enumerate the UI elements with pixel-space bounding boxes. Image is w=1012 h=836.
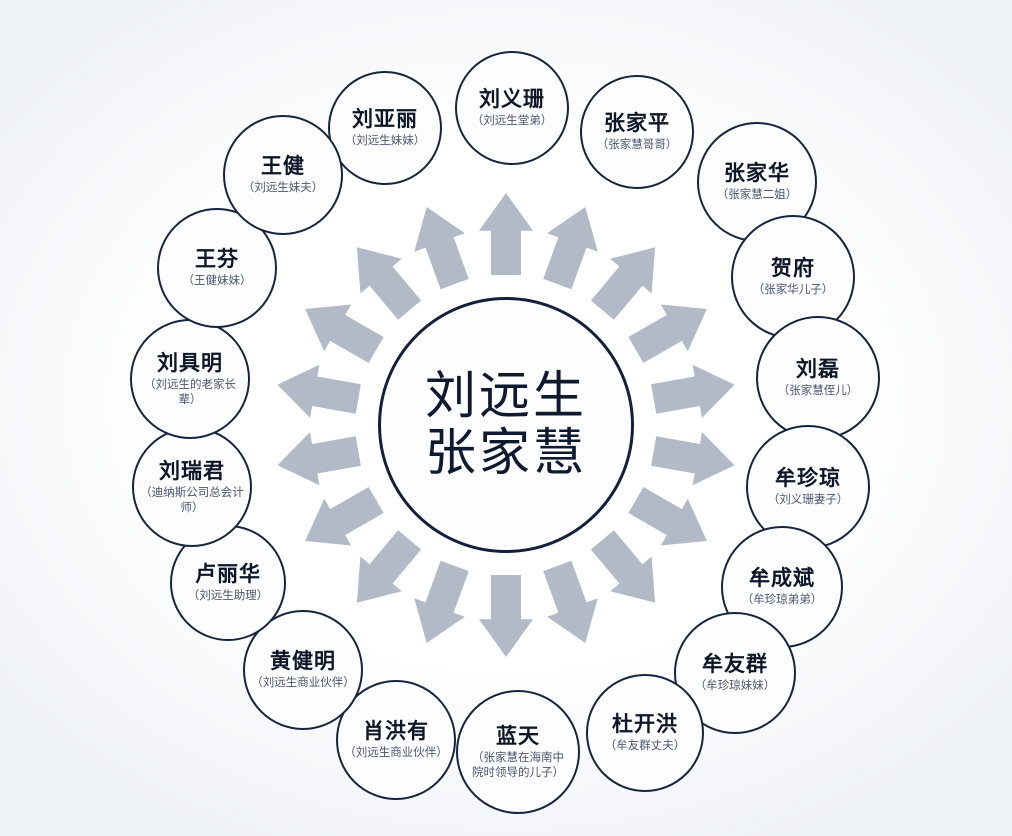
node-relation-label: （王健妹妹） bbox=[182, 273, 252, 288]
node-liu-ya-li[interactable]: 刘亚丽（刘远生妹妹） bbox=[328, 71, 442, 185]
node-relation-label: （迪纳斯公司总会计师） bbox=[140, 485, 244, 514]
outward-arrow-icon bbox=[479, 575, 533, 657]
outward-arrow-icon bbox=[543, 207, 598, 290]
node-name-label: 刘义珊 bbox=[479, 86, 545, 112]
outward-arrow-icon bbox=[651, 364, 735, 418]
outward-arrow-icon bbox=[414, 560, 469, 643]
node-zhang-jia-ping[interactable]: 张家平（张家慧哥哥） bbox=[580, 75, 694, 189]
node-name-label: 蓝天 bbox=[496, 723, 540, 749]
node-relation-label: （张家慧哥哥） bbox=[596, 137, 678, 152]
node-name-label: 卢丽华 bbox=[195, 561, 261, 587]
node-liu-ju-ming[interactable]: 刘具明（刘远生的老家长辈） bbox=[130, 319, 250, 439]
node-name-label: 刘具明 bbox=[157, 350, 223, 376]
node-relation-label: （张家华儿子） bbox=[752, 282, 834, 297]
node-lu-li-hua[interactable]: 卢丽华（刘远生助理） bbox=[170, 525, 286, 641]
node-relation-label: （张家慧侄儿） bbox=[777, 383, 859, 398]
node-relation-label: （牟珍琼弟弟） bbox=[741, 592, 823, 607]
node-name-label: 黄健明 bbox=[270, 648, 336, 674]
outward-arrow-icon bbox=[590, 530, 656, 603]
node-relation-label: （刘远生妹夫） bbox=[242, 180, 324, 195]
node-name-label: 贺府 bbox=[771, 255, 815, 281]
node-name-label: 牟珍琼 bbox=[775, 465, 841, 491]
node-name-label: 张家平 bbox=[604, 110, 670, 136]
node-name-label: 王健 bbox=[261, 153, 305, 179]
outward-arrow-icon bbox=[305, 487, 384, 546]
outward-arrow-icon bbox=[414, 207, 469, 290]
outward-arrow-icon bbox=[277, 432, 361, 486]
node-mou-you-qun[interactable]: 牟友群（牟珍琼妹妹） bbox=[674, 612, 796, 734]
node-xiao-hong-you[interactable]: 肖洪有（刘远生商业伙伴） bbox=[336, 680, 456, 800]
node-relation-label: （刘远生堂弟） bbox=[471, 113, 553, 128]
node-name-label: 刘亚丽 bbox=[352, 106, 418, 132]
node-relation-label: （刘义珊妻子） bbox=[767, 492, 849, 507]
outward-arrow-icon bbox=[305, 304, 384, 363]
outward-arrow-icon bbox=[543, 560, 598, 643]
node-name-label: 王芬 bbox=[195, 246, 239, 272]
node-name-label: 刘磊 bbox=[796, 356, 840, 382]
node-relation-label: （张家慧在海南中院时领导的儿子） bbox=[472, 750, 564, 779]
center-hub[interactable]: 刘远生 张家慧 bbox=[378, 297, 634, 553]
outward-arrow-icon bbox=[356, 530, 422, 603]
node-relation-label: （刘远生的老家长辈） bbox=[144, 377, 236, 406]
node-relation-label: （张家慧二姐） bbox=[716, 187, 798, 202]
outward-arrow-icon bbox=[356, 247, 422, 320]
node-lan-tian[interactable]: 蓝天（张家慧在海南中院时领导的儿子） bbox=[456, 690, 580, 814]
node-wang-jian[interactable]: 王健（刘远生妹夫） bbox=[223, 115, 343, 235]
node-name-label: 牟成斌 bbox=[749, 565, 815, 591]
node-du-kai-hong[interactable]: 杜开洪（牟友群丈夫） bbox=[586, 674, 704, 792]
node-name-label: 肖洪有 bbox=[363, 718, 429, 744]
node-name-label: 杜开洪 bbox=[612, 711, 678, 737]
outward-arrow-icon bbox=[590, 247, 656, 320]
node-relation-label: （牟友群丈夫） bbox=[604, 738, 686, 753]
outward-arrow-icon bbox=[277, 364, 361, 418]
node-name-label: 牟友群 bbox=[702, 651, 768, 677]
node-relation-label: （刘远生妹妹） bbox=[344, 133, 426, 148]
node-liu-yi-shan[interactable]: 刘义珊（刘远生堂弟） bbox=[455, 51, 569, 165]
node-relation-label: （刘远生商业伙伴） bbox=[251, 675, 355, 690]
node-liu-lei[interactable]: 刘磊（张家慧侄儿） bbox=[756, 316, 880, 440]
node-relation-label: （牟珍琼妹妹） bbox=[694, 678, 776, 693]
center-hub-line-2: 张家慧 bbox=[424, 424, 587, 483]
node-name-label: 刘瑞君 bbox=[159, 458, 225, 484]
node-huang-jian-ming[interactable]: 黄健明（刘远生商业伙伴） bbox=[243, 610, 363, 730]
outward-arrow-icon bbox=[628, 304, 707, 363]
outward-arrow-icon bbox=[628, 487, 707, 546]
node-liu-rui-jun[interactable]: 刘瑞君（迪纳斯公司总会计师） bbox=[132, 427, 252, 547]
node-name-label: 张家华 bbox=[724, 160, 790, 186]
center-hub-line-1: 刘远生 bbox=[424, 366, 587, 426]
node-relation-label: （刘远生助理） bbox=[187, 588, 269, 603]
outward-arrow-icon bbox=[651, 432, 735, 486]
node-relation-label: （刘远生商业伙伴） bbox=[344, 745, 448, 760]
outward-arrow-icon bbox=[479, 193, 533, 275]
